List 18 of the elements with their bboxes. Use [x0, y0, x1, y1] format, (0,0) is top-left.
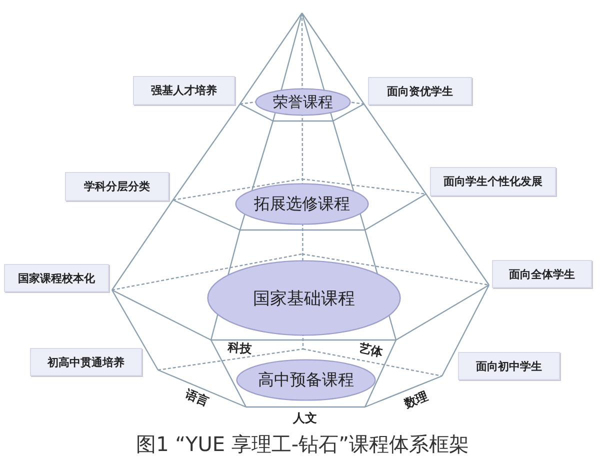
face-label: 艺体: [358, 342, 384, 358]
label-box: 国家课程校本化: [4, 264, 109, 292]
label-box: 面向学生个性化发展: [430, 167, 556, 196]
label-box: 强基人才培养: [133, 76, 235, 105]
course-ellipse: 高中预备课程: [236, 359, 376, 401]
course-ellipse: 拓展选修课程: [235, 183, 369, 225]
caption: 图1 “YUE 享理工-钻石”课程体系框架: [135, 434, 470, 454]
label-box: 面向初中学生: [458, 352, 560, 380]
label-box: 初高中贯通培养: [30, 348, 142, 376]
label-box: 面向资优学生: [368, 77, 472, 105]
label-box: 学科分层分类: [65, 172, 169, 201]
course-ellipse: 荣誉课程: [255, 88, 351, 116]
face-label: 人文: [293, 412, 317, 424]
face-label: 科技: [228, 340, 252, 356]
face-label: 语言: [184, 388, 210, 408]
face-label: 数理: [402, 390, 430, 410]
label-box: 面向全体学生: [492, 260, 592, 288]
course-ellipse: 国家基础课程: [207, 260, 401, 336]
